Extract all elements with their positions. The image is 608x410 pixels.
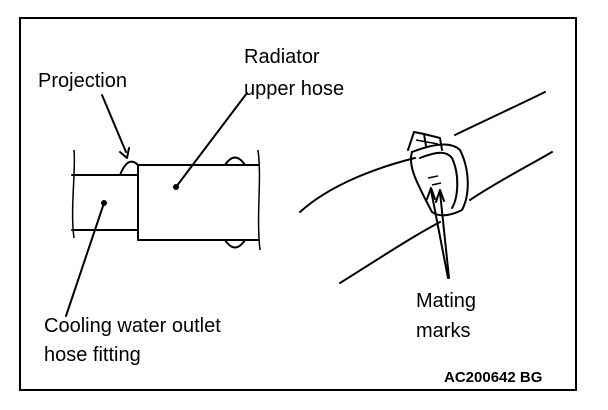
hose-break-right: [257, 149, 261, 251]
radiator-hose-leader: [175, 92, 248, 188]
right-hose-upper-right: [454, 91, 546, 136]
cooling-fitting-label-line1: Cooling water outlet: [44, 315, 221, 337]
clamp-band-outer: [411, 143, 469, 217]
radiator-hose-label-line1: Radiator: [244, 46, 320, 68]
mating-mark-2: [431, 182, 442, 186]
clamp-ear-left: [407, 131, 427, 151]
figure-code: AC200642 BG: [444, 369, 542, 386]
right-leaders: [426, 187, 450, 279]
projection-bump: [119, 160, 139, 176]
mating-arrowhead-2: [435, 189, 445, 203]
left-leaders: [65, 92, 248, 317]
hose-bulge-top: [224, 156, 246, 166]
diagram-frame: [19, 17, 577, 391]
cooling-fitting-label-line2: hose fitting: [44, 344, 141, 366]
clamp-band-front: [409, 151, 433, 213]
mating-arrowhead-1: [426, 187, 436, 200]
projection-leader: [101, 94, 127, 153]
mating-marks-label-line2: marks: [416, 320, 470, 342]
clamp-ear-edge: [415, 139, 439, 145]
fitting-break-left: [71, 149, 76, 239]
clamp-band-inner: [419, 151, 459, 209]
left-hose-illustration: [71, 149, 261, 251]
mating-mark-1: [427, 175, 439, 179]
hose-bulge-bottom: [224, 239, 246, 249]
mating-leader-1: [430, 189, 449, 279]
right-hose-illustration: [299, 91, 553, 284]
right-hose-lower-left: [339, 221, 441, 284]
mating-marks-label-line1: Mating: [416, 290, 476, 312]
projection-arrowhead: [119, 147, 130, 159]
right-hose-upper-left: [299, 157, 416, 213]
cooling-fitting-leader: [65, 202, 105, 317]
radiator-hose-label-line2: upper hose: [244, 78, 344, 100]
clamp-ear-right: [423, 133, 443, 151]
right-hose-lower-right: [469, 151, 553, 201]
projection-label: Projection: [38, 70, 127, 92]
mating-leader-2: [439, 191, 450, 279]
